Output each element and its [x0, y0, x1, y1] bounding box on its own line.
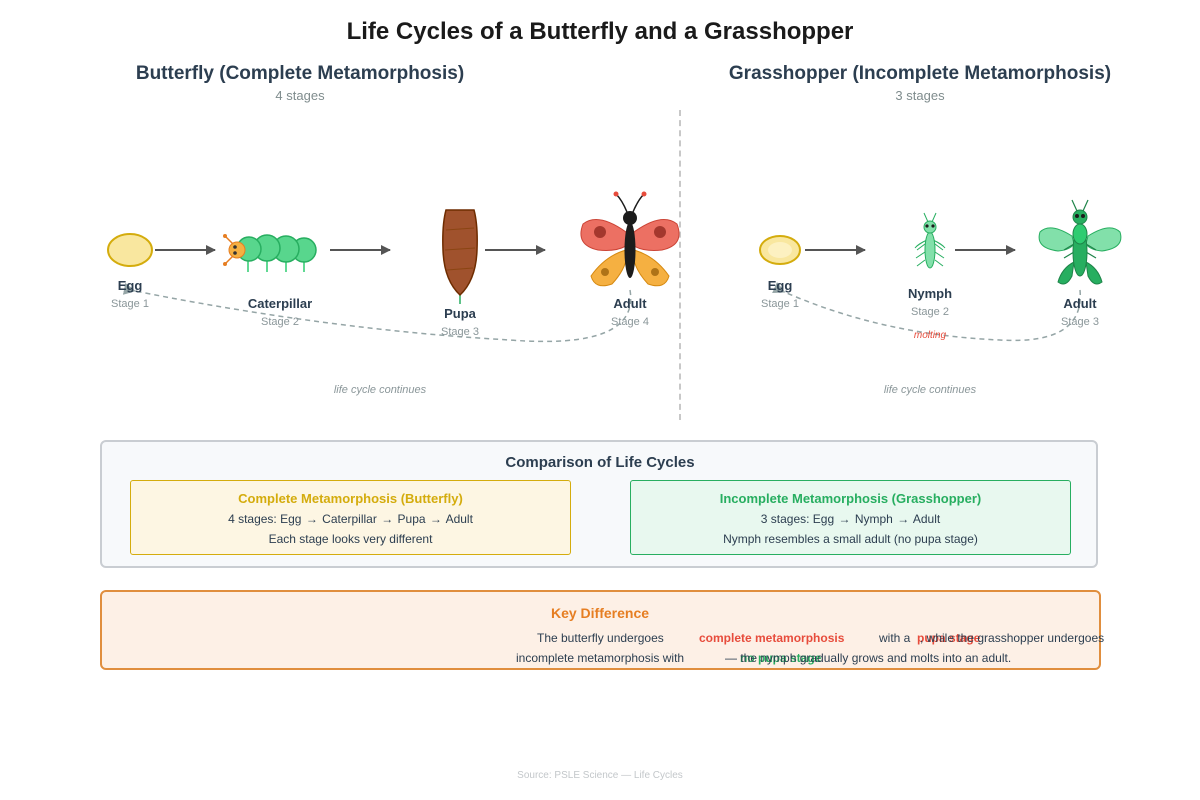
key-difference-panel	[100, 590, 1101, 670]
stage-egg: Egg	[280, 512, 302, 526]
stage-nymph: Nymph	[854, 512, 893, 526]
key-text-part-8: — the nymph gradually grows and molts in…	[725, 651, 1012, 665]
butterfly-adult-icon	[580, 191, 680, 287]
nymph-icon	[914, 212, 946, 269]
grasshopper-egg-label: Egg	[767, 278, 793, 293]
complete-title: Complete Metamorphosis (Butterfly)	[238, 491, 463, 506]
molting-label: molting	[913, 330, 947, 341]
key-text-part-6: incomplete metamorphosis with	[516, 651, 685, 665]
key-text-part-5: , while the grasshopper undergoes	[920, 631, 1105, 645]
butterfly-egg-label: Egg	[117, 278, 143, 293]
arrow-right-icon: →	[305, 512, 318, 526]
life-cycle-diagram	[107, 191, 1122, 343]
stage-adult: Adult	[445, 512, 473, 526]
complete-stages: 4 stages: Egg → Caterpillar → Pupa → Adu…	[131, 512, 570, 526]
stage-caterpillar: Caterpillar	[322, 512, 377, 526]
section-divider	[679, 110, 681, 420]
grasshopper-adult-icon	[1038, 199, 1122, 285]
complete-stages-prefix: 4 stages:	[228, 512, 277, 526]
caterpillar-label: Caterpillar	[247, 296, 313, 311]
grasshopper-egg-icon	[759, 235, 801, 265]
key-text-pupa-stage: pupa stage	[917, 631, 981, 645]
incomplete-title: Incomplete Metamorphosis (Grasshopper)	[719, 491, 982, 506]
pupa-label: Pupa	[444, 306, 476, 321]
incomplete-metamorphosis-box: Incomplete Metamorphosis (Grasshopper) 3…	[630, 480, 1071, 555]
arrow-right-icon: →	[381, 512, 394, 526]
grasshopper-heading: Grasshopper (Incomplete Metamorphosis)	[728, 63, 1112, 84]
butterfly-egg-icon	[107, 233, 153, 267]
caterpillar-stage: Stage 2	[261, 316, 299, 328]
pupa-stage: Stage 3	[441, 326, 479, 338]
incomplete-stages-prefix: 3 stages:	[760, 512, 810, 526]
butterfly-cycle-label: life cycle continues	[333, 384, 427, 396]
butterfly-cycle-arrow	[122, 282, 632, 343]
caterpillar-icon	[223, 234, 317, 272]
butterfly-heading: Butterfly (Complete Metamorphosis)	[135, 63, 465, 84]
arrow-right-icon: →	[838, 512, 851, 526]
complete-metamorphosis-box: Complete Metamorphosis (Butterfly) 4 sta…	[130, 480, 571, 555]
comparison-title: Comparison of Life Cycles	[505, 454, 695, 471]
key-text-complete: complete metamorphosis	[699, 631, 845, 645]
pupa-icon	[442, 209, 478, 304]
butterfly-subheading: 4 stages	[275, 88, 325, 103]
nymph-stage: Stage 2	[911, 306, 949, 318]
grasshopper-subheading: 3 stages	[895, 88, 945, 103]
butterfly-adult-stage: Stage 4	[611, 316, 649, 328]
grasshopper-adult-label: Adult	[1063, 296, 1097, 311]
complete-note: Each stage looks very different	[268, 532, 433, 546]
butterfly-adult-label: Adult	[613, 296, 647, 311]
key-text-no-pupa: no pupa stage	[740, 651, 822, 665]
key-text-part-1: The butterfly undergoes	[537, 631, 664, 645]
arrow-right-icon: →	[897, 512, 910, 526]
incomplete-stages: 3 stages: Egg → Nymph → Adult	[631, 512, 1070, 526]
grasshopper-cycle-label: life cycle continues	[883, 384, 977, 396]
key-text-part-3: with a	[879, 631, 911, 645]
nymph-label: Nymph	[907, 286, 953, 301]
key-difference-title: Key Difference	[550, 605, 650, 621]
grasshopper-adult-stage: Stage 3	[1061, 316, 1099, 328]
incomplete-note: Nymph resembles a small adult (no pupa s…	[723, 532, 978, 546]
grasshopper-egg-stage: Stage 1	[761, 298, 799, 310]
arrow-right-icon: →	[429, 512, 442, 526]
page-title: Life Cycles of a Butterfly and a Grassho…	[346, 18, 854, 45]
stage-adult: Adult	[912, 512, 941, 526]
stage-egg: Egg	[812, 512, 835, 526]
stage-pupa: Pupa	[397, 512, 426, 526]
butterfly-egg-stage: Stage 1	[111, 298, 149, 310]
source-note: Source: PSLE Science — Life Cycles	[517, 770, 683, 781]
